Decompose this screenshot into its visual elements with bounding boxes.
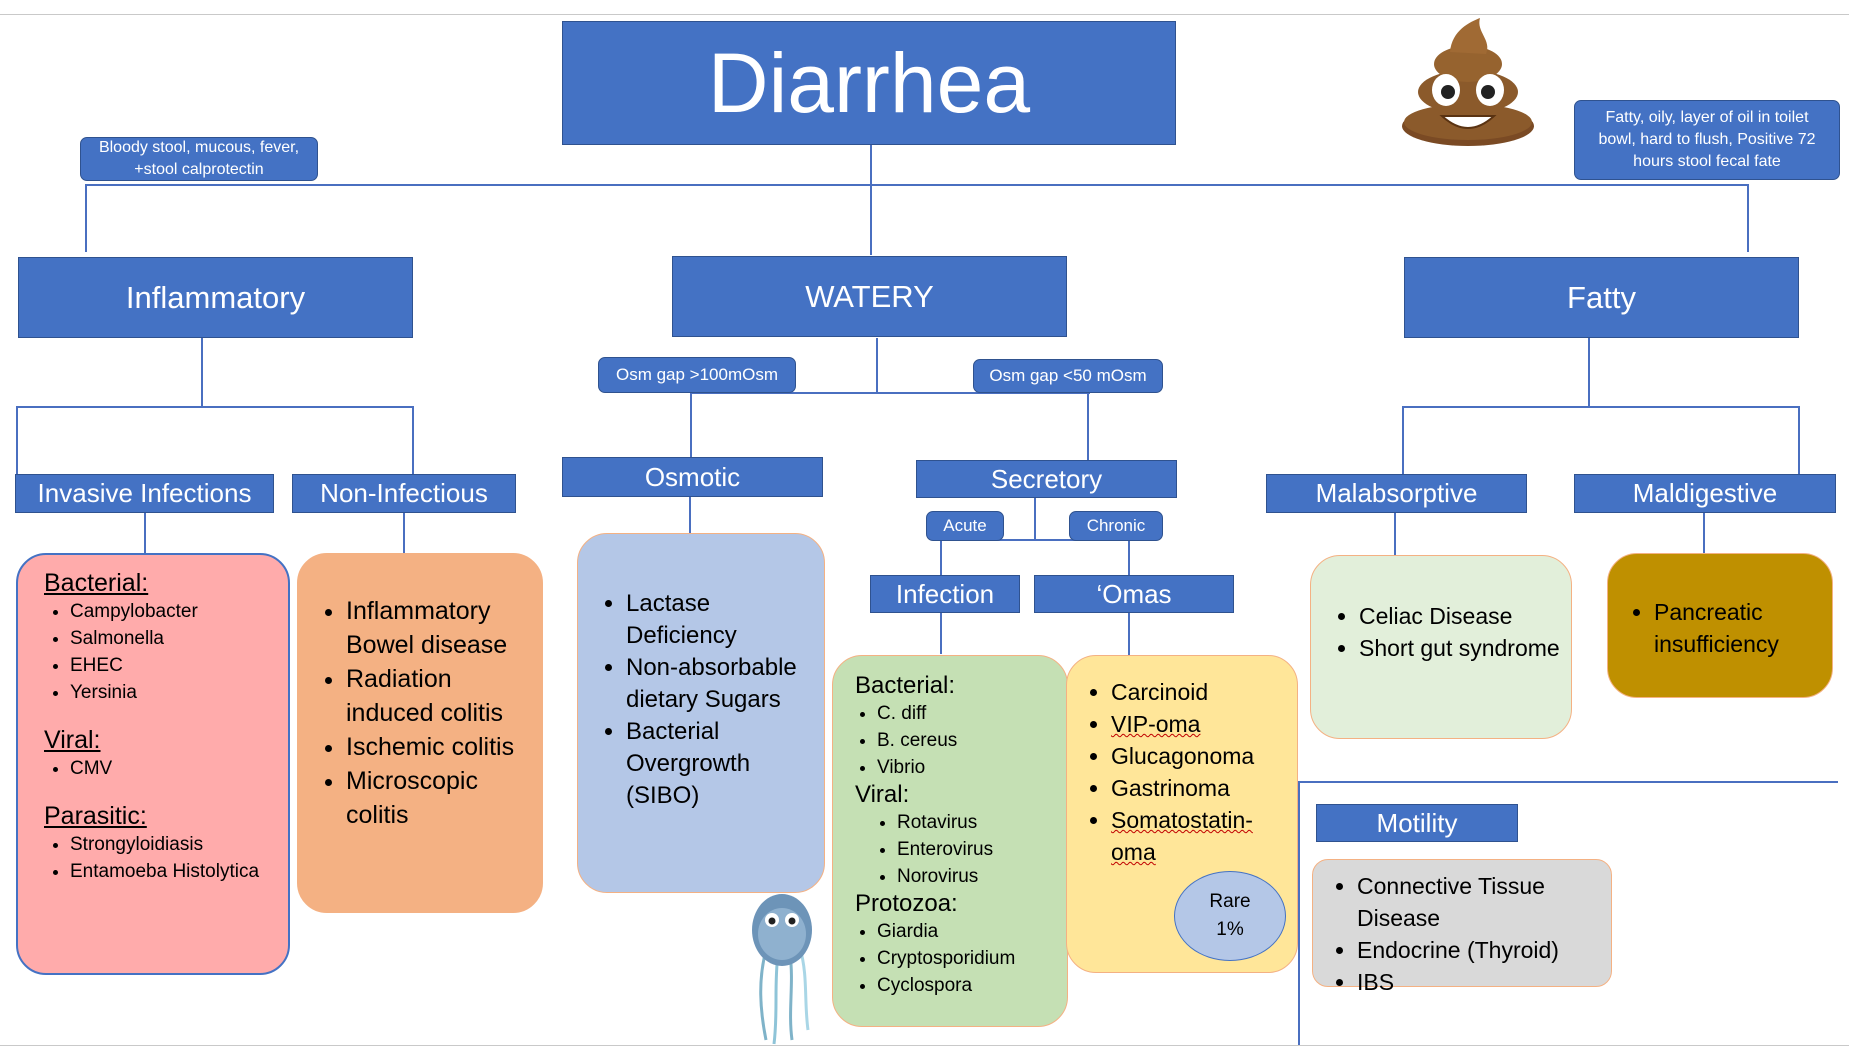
list-item: Enterovirus — [897, 836, 1055, 863]
list-item: Microscopic colitis — [346, 764, 528, 832]
infection-bacterial-list: C. diff B. cereus Vibrio — [855, 700, 1055, 781]
list-item: Somatostatin-oma — [1111, 804, 1287, 868]
list-item: Lactase Deficiency — [626, 588, 808, 652]
motility-card: Connective Tissue Disease Endocrine (Thy… — [1312, 859, 1612, 995]
list-item: Endocrine (Thyroid) — [1357, 934, 1601, 966]
malabsorptive-list: Celiac Disease Short gut syndrome — [1333, 600, 1561, 664]
list-item: Gastrinoma — [1111, 772, 1287, 804]
infection-viral-heading: Viral: — [855, 781, 910, 808]
list-item: Celiac Disease — [1359, 600, 1561, 632]
motility-list: Connective Tissue Disease Endocrine (Thy… — [1331, 870, 1601, 998]
osmotic-list: Lactase Deficiency Non-absorbable dietar… — [600, 588, 808, 812]
list-item: Pancreatic insufficiency — [1654, 596, 1822, 660]
parasitic-list: Strongyloidiasis Entamoeba Histolytica — [44, 831, 268, 885]
list-item: Carcinoid — [1111, 676, 1287, 708]
list-item: B. cereus — [877, 727, 1055, 754]
list-item: Norovirus — [897, 863, 1055, 890]
infection-viral-list: Rotavirus Enterovirus Norovirus — [855, 809, 1055, 890]
secretory-chronic-label: Chronic — [1069, 511, 1163, 541]
list-item: IBS — [1357, 966, 1601, 998]
list-item: Campylobacter — [70, 598, 268, 625]
list-item: CMV — [70, 755, 268, 782]
secretory-infection: Infection — [870, 575, 1020, 613]
list-item: Connective Tissue Disease — [1357, 870, 1601, 934]
rare-label: Rare — [1209, 891, 1251, 912]
infection-protozoa-heading: Protozoa: — [855, 890, 958, 917]
list-item: EHEC — [70, 652, 268, 679]
list-item: Entamoeba Histolytica — [70, 858, 268, 885]
diagram-title: Diarrhea — [562, 21, 1176, 145]
category-inflammatory: Inflammatory — [18, 257, 413, 338]
rare-percent: 1% — [1216, 919, 1244, 940]
category-fatty: Fatty — [1404, 257, 1799, 338]
list-item: Yersinia — [70, 679, 268, 706]
malabsorptive-card: Celiac Disease Short gut syndrome — [1310, 555, 1572, 739]
list-item: C. diff — [877, 700, 1055, 727]
subcategory-maldigestive: Maldigestive — [1574, 474, 1836, 513]
list-item: Bacterial Overgrowth (SIBO) — [626, 716, 808, 812]
osm-gap-high-label: Osm gap >100mOsm — [598, 357, 796, 393]
list-item: Glucagonoma — [1111, 740, 1287, 772]
fatty-note: Fatty, oily, layer of oil in toilet bowl… — [1574, 100, 1840, 180]
poop-emoji-icon — [1402, 18, 1534, 146]
list-item: Strongyloidiasis — [70, 831, 268, 858]
invasive-infections-card: Bacterial: Campylobacter Salmonella EHEC… — [16, 553, 290, 975]
infection-protozoa-list: Giardia Cryptosporidium Cyclospora — [855, 918, 1055, 999]
list-item: Inflammatory Bowel disease — [346, 594, 528, 662]
non-infectious-list: Inflammatory Bowel disease Radiation ind… — [320, 594, 528, 832]
subcategory-secretory: Secretory — [916, 460, 1177, 498]
top-border — [0, 14, 1849, 15]
infection-bacterial-heading: Bacterial: — [855, 672, 956, 699]
list-item: Short gut syndrome — [1359, 632, 1561, 664]
subcategory-osmotic: Osmotic — [562, 457, 823, 497]
list-item: Vibrio — [877, 754, 1055, 781]
category-watery: WATERY — [672, 256, 1067, 337]
list-item-text: VIP-oma — [1111, 711, 1201, 737]
non-infectious-card: Inflammatory Bowel disease Radiation ind… — [297, 553, 543, 913]
list-item-text: Somatostatin-oma — [1111, 807, 1253, 865]
list-item: Radiation induced colitis — [346, 662, 528, 730]
giardia-microbe-icon — [752, 894, 812, 1045]
list-item: Rotavirus — [897, 809, 1055, 836]
motility-title: Motility — [1316, 804, 1518, 842]
list-item: VIP-oma — [1111, 708, 1287, 740]
parasitic-heading: Parasitic: — [44, 802, 147, 830]
viral-heading: Viral: — [44, 726, 101, 754]
bacterial-list: Campylobacter Salmonella EHEC Yersinia — [44, 598, 268, 706]
bacterial-heading: Bacterial: — [44, 569, 149, 597]
list-item: Cyclospora — [877, 972, 1055, 999]
viral-list: CMV — [44, 755, 268, 782]
maldigestive-card: Pancreatic insufficiency — [1607, 553, 1833, 698]
secretory-acute-label: Acute — [926, 511, 1004, 541]
inflammatory-note: Bloody stool, mucous, fever, +stool calp… — [80, 137, 318, 181]
list-item: Giardia — [877, 918, 1055, 945]
subcategory-malabsorptive: Malabsorptive — [1266, 474, 1527, 513]
list-item: Cryptosporidium — [877, 945, 1055, 972]
list-item: Non-absorbable dietary Sugars — [626, 652, 808, 716]
rare-badge: Rare 1% — [1174, 871, 1286, 961]
osm-gap-low-label: Osm gap <50 mOsm — [973, 359, 1163, 393]
list-item: Ischemic colitis — [346, 730, 528, 764]
osmotic-card: Lactase Deficiency Non-absorbable dietar… — [577, 533, 825, 893]
subcategory-invasive-infections: Invasive Infections — [15, 474, 274, 513]
infection-card: Bacterial: C. diff B. cereus Vibrio Vira… — [832, 655, 1068, 1027]
list-item: Salmonella — [70, 625, 268, 652]
omas-list: Carcinoid VIP-oma Glucagonoma Gastrinoma… — [1085, 676, 1287, 868]
maldigestive-list: Pancreatic insufficiency — [1628, 596, 1822, 660]
bottom-border — [0, 1045, 1849, 1046]
secretory-omas: ‘Omas — [1034, 575, 1234, 613]
subcategory-non-infectious: Non-Infectious — [292, 474, 516, 513]
